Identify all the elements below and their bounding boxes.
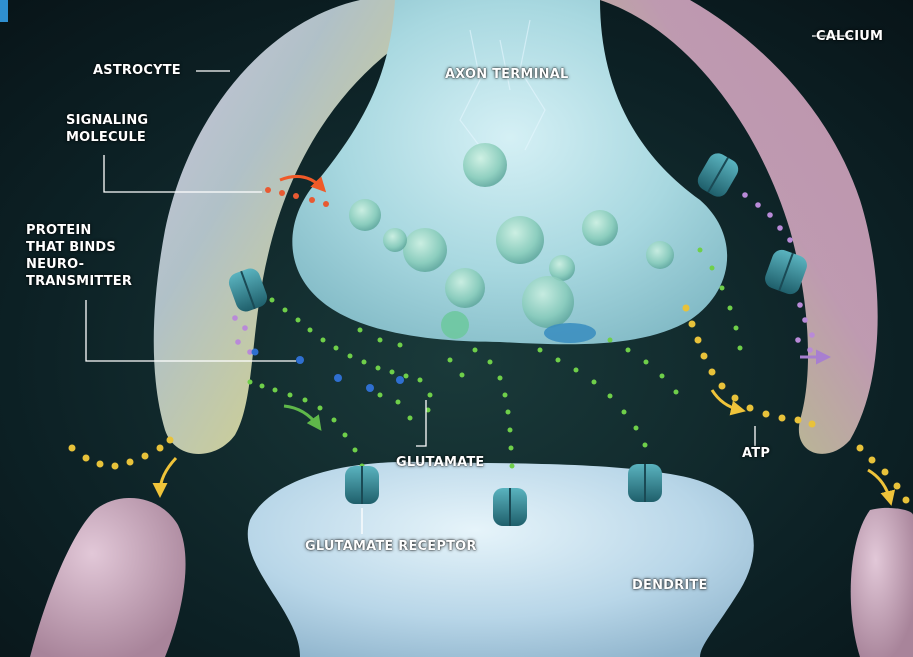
label-signaling-molecule: SIGNALING MOLECULE	[66, 112, 148, 146]
label-atp: ATP	[742, 445, 770, 462]
label-astrocyte: ASTROCYTE	[93, 62, 181, 79]
label-protein: PROTEIN THAT BINDS NEURO- TRANSMITTER	[26, 222, 132, 290]
label-dendrite: DENDRITE	[632, 577, 708, 594]
label-glutamate-receptor: GLUTAMATE RECEPTOR	[305, 538, 477, 555]
cell-process-bottom-right	[851, 508, 913, 657]
label-glutamate: GLUTAMATE	[396, 454, 485, 471]
accent-bar	[0, 0, 8, 22]
label-axon-terminal: AXON TERMINAL	[445, 66, 568, 83]
label-calcium: CALCIUM	[816, 28, 883, 45]
